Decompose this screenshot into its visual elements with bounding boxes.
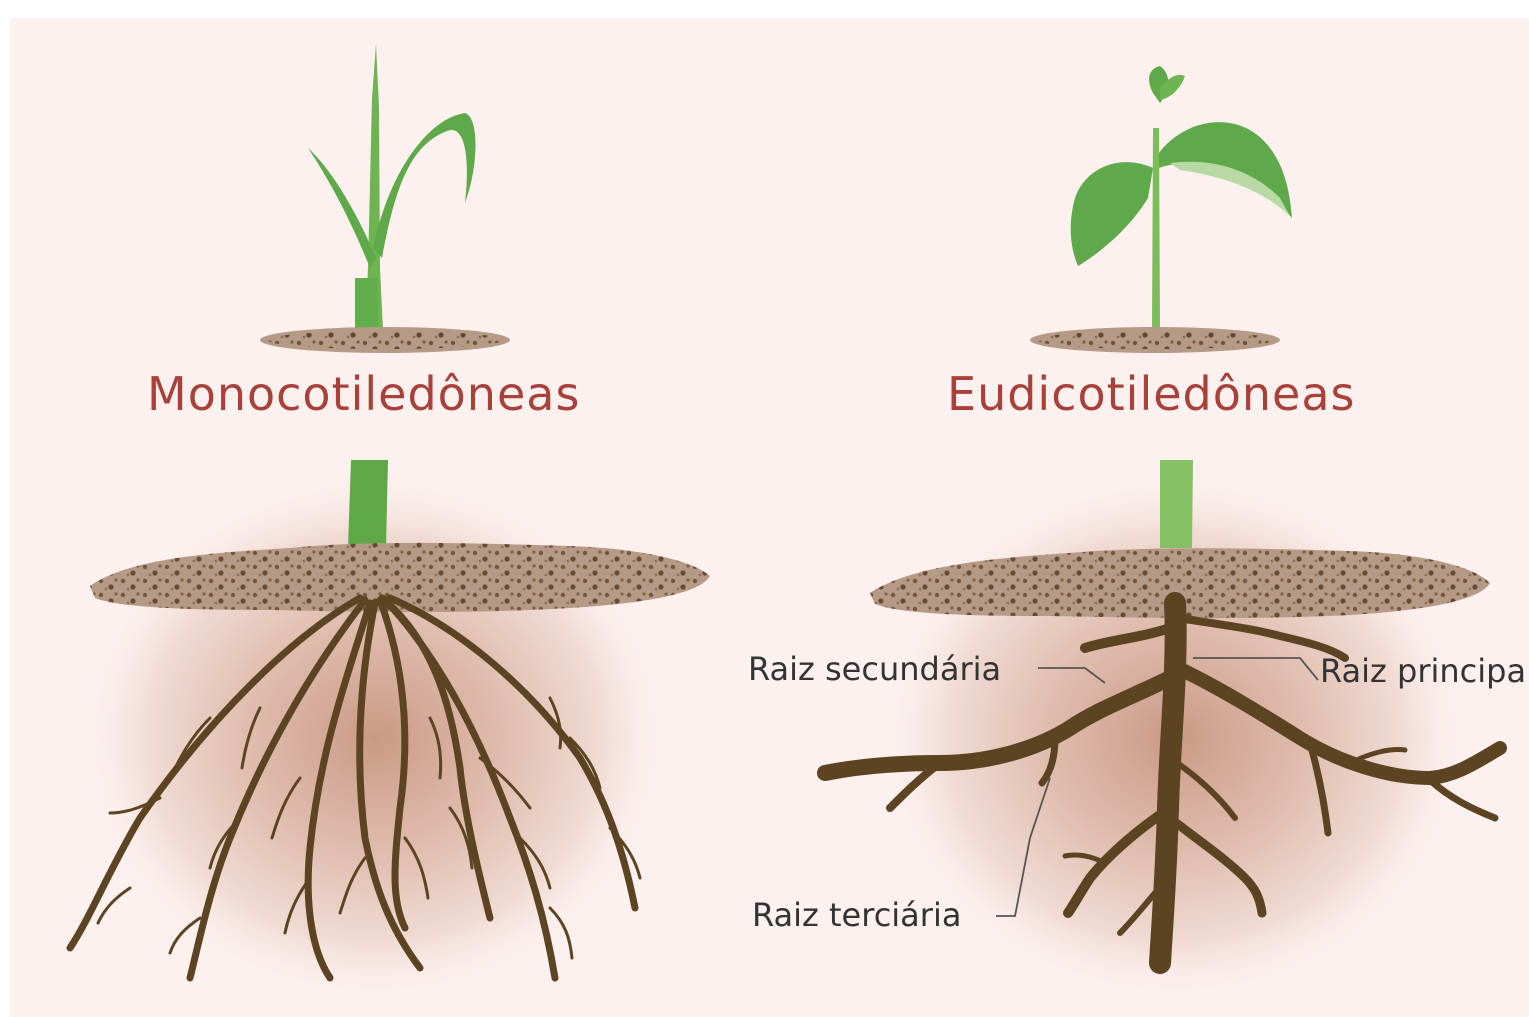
monocot-title: Monocotiledôneas — [147, 367, 580, 421]
grass-seedling-icon — [260, 44, 510, 353]
eudicot-group: Eudicotiledôneas — [748, 66, 1526, 1008]
diagram-panel: Monocotiledôneas — [10, 18, 1529, 1017]
eudicot-stem — [1160, 460, 1193, 548]
tertiary-root-label: Raiz terciária — [752, 896, 961, 934]
monocot-stem — [348, 460, 388, 548]
eudicot-title: Eudicotiledôneas — [947, 367, 1355, 421]
primary-root-label: Raiz principa — [1320, 652, 1526, 690]
diagram-svg: Monocotiledôneas — [10, 18, 1529, 1017]
secondary-root-label: Raiz secundária — [748, 650, 1001, 688]
monocot-group: Monocotiledôneas — [70, 44, 710, 1008]
dicot-seedling-icon — [1030, 66, 1292, 353]
